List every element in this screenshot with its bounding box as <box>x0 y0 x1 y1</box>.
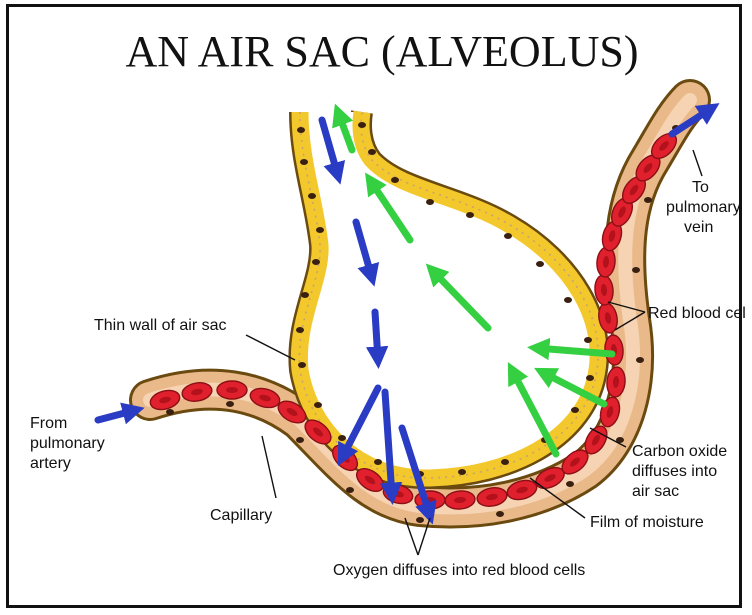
cell-nucleus <box>298 362 306 368</box>
cell-nucleus <box>296 437 304 443</box>
diagram-title: AN AIR SAC (ALVEOLUS) <box>126 27 639 76</box>
cell-nucleus <box>358 122 366 128</box>
cell-nucleus <box>564 297 572 303</box>
cell-nucleus <box>374 459 382 465</box>
label-thin-wall: Thin wall of air sac <box>94 317 227 334</box>
cell-nucleus <box>644 197 652 203</box>
cell-nucleus <box>466 212 474 218</box>
cell-nucleus <box>297 127 305 133</box>
label-film-of-moisture: Film of moisture <box>590 514 704 531</box>
cell-nucleus <box>501 459 509 465</box>
label-from-line3: artery <box>30 455 71 472</box>
red-blood-cell-center <box>226 387 238 393</box>
cell-nucleus <box>496 511 504 517</box>
label-carbon-line2: diffuses into <box>632 463 717 480</box>
label-to-line1: To <box>692 179 709 196</box>
cell-nucleus <box>166 409 174 415</box>
oxygen-arrow <box>98 410 136 420</box>
cell-nucleus <box>632 267 640 273</box>
label-to-line3: vein <box>684 219 713 236</box>
cell-nucleus <box>226 401 234 407</box>
label-carbon-dioxide: Carbon oxide diffuses into air sac <box>632 443 727 500</box>
cell-nucleus <box>368 149 376 155</box>
label-to-line2: pulmonary <box>666 199 741 216</box>
cell-nucleus <box>566 481 574 487</box>
label-from-line1: From <box>30 415 67 432</box>
oxygen-arrow <box>375 312 378 360</box>
cell-nucleus <box>314 402 322 408</box>
cell-nucleus <box>346 487 354 493</box>
label-carbon-line1: Carbon oxide <box>632 443 727 460</box>
label-carbon-line3: air sac <box>632 483 679 500</box>
label-to-pulmonary-vein: To pulmonary vein <box>666 179 741 236</box>
cell-nucleus <box>504 233 512 239</box>
cell-nucleus <box>571 407 579 413</box>
cell-nucleus <box>416 517 424 523</box>
cell-nucleus <box>312 259 320 265</box>
cell-nucleus <box>636 357 644 363</box>
cell-nucleus <box>458 469 466 475</box>
cell-nucleus <box>586 375 594 381</box>
label-oxygen-diffuses: Oxygen diffuses into red blood cells <box>333 562 585 579</box>
cell-nucleus <box>338 435 346 441</box>
cell-nucleus <box>301 292 309 298</box>
label-capillary: Capillary <box>210 507 272 524</box>
cell-nucleus <box>536 261 544 267</box>
label-from-pulmonary-artery: From pulmonary artery <box>30 415 105 472</box>
cell-nucleus <box>296 327 304 333</box>
cell-nucleus <box>584 337 592 343</box>
cell-nucleus <box>308 193 316 199</box>
label-from-line2: pulmonary <box>30 435 105 452</box>
cell-nucleus <box>316 227 324 233</box>
label-red-blood-cells: Red blood cel <box>648 305 746 322</box>
cell-nucleus <box>426 199 434 205</box>
cell-nucleus <box>391 177 399 183</box>
cell-nucleus <box>300 159 308 165</box>
air-sac-wall <box>299 112 598 478</box>
